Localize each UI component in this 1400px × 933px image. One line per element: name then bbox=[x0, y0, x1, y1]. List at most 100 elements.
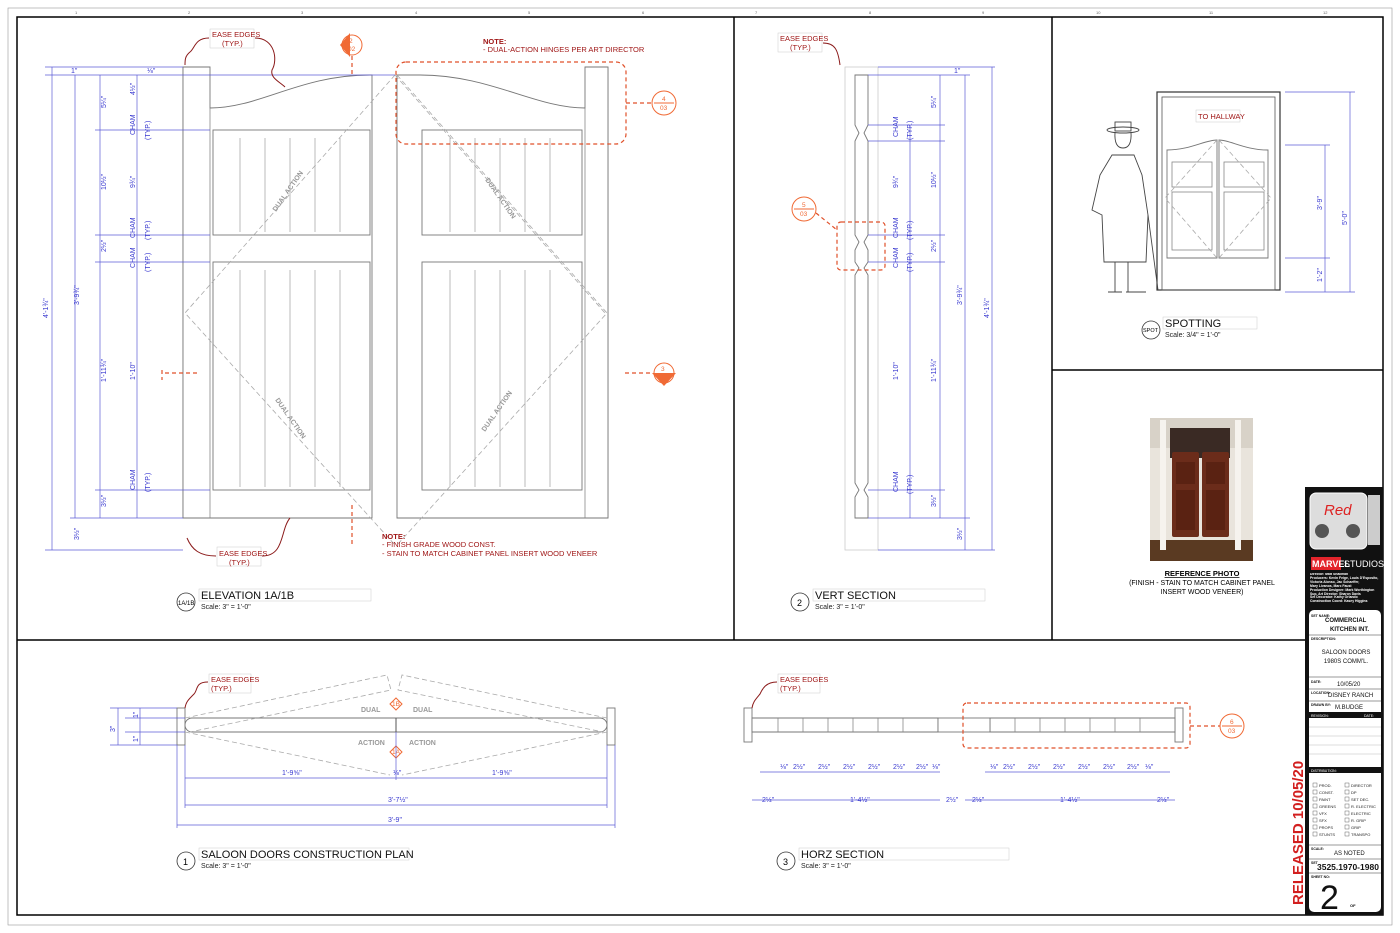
drawing-line bbox=[1176, 462, 1195, 484]
label: ⅛" bbox=[393, 770, 402, 777]
title-block: Red MARVEL STUDIOS Director: Matt Shakma… bbox=[1305, 487, 1384, 917]
reference-photo-caption: REFERENCE PHOTO (FINISH - STAIN TO MATCH… bbox=[1129, 569, 1275, 596]
drawing-line bbox=[186, 537, 217, 557]
label: 8 bbox=[869, 10, 872, 15]
drawing-line bbox=[1344, 789, 1350, 795]
label: 3'-7½" bbox=[388, 796, 408, 804]
drawing-line bbox=[1176, 490, 1195, 530]
label: ⅛" bbox=[990, 764, 999, 771]
drawing-line bbox=[209, 28, 255, 49]
label: 6 bbox=[642, 10, 645, 15]
label: 2 bbox=[797, 598, 802, 608]
drawing-line bbox=[1219, 713, 1245, 739]
label: PROPS bbox=[1319, 825, 1333, 830]
drawing-line bbox=[184, 37, 210, 66]
view-title-spotting: SPOT SPOTTING Scale: 3/4" = 1'-0" bbox=[1141, 316, 1258, 340]
drawing-line bbox=[184, 74, 396, 546]
credit-line: Construction Coord: Kasey Higgins bbox=[1310, 599, 1368, 604]
drawing-line bbox=[184, 681, 209, 709]
drawing-line bbox=[208, 673, 252, 694]
section-callout-3-02[interactable]: 3 02 bbox=[161, 362, 676, 545]
released-stamp: RELEASED 10/05/20 bbox=[1290, 761, 1307, 905]
view-title-horz-section: 3 HORZ SECTION Scale: 3" = 1'-0" bbox=[776, 847, 1010, 871]
label: 12 bbox=[1323, 10, 1328, 15]
label: REVISION: bbox=[1311, 714, 1329, 718]
label: 4 bbox=[662, 96, 666, 103]
label: Scale: 3/4" = 1'-0" bbox=[1165, 332, 1221, 339]
label: 10/05/20 bbox=[1337, 682, 1361, 688]
label: Scale: 3" = 1'-0" bbox=[201, 604, 251, 611]
label: 9¾" bbox=[893, 175, 900, 188]
detail-callout-6-03[interactable]: 6 03 bbox=[1219, 713, 1245, 739]
label: 2½" bbox=[100, 239, 108, 252]
drawing-line bbox=[1114, 121, 1132, 132]
label: 2½" bbox=[793, 763, 806, 771]
label: DIRECTOR bbox=[1351, 783, 1372, 788]
label: Scale: 3" = 1'-0" bbox=[201, 863, 251, 870]
detail-callout-4-03[interactable]: 4 03 bbox=[651, 90, 677, 116]
label: 1'-9⅝" bbox=[282, 770, 302, 777]
label: 5 bbox=[802, 202, 806, 209]
label: NOTE: bbox=[382, 532, 405, 541]
label: 10½" bbox=[930, 171, 938, 188]
drawing-line bbox=[1312, 803, 1318, 809]
drawing-line bbox=[1150, 540, 1253, 561]
drawing-line bbox=[394, 74, 606, 314]
label: 1" bbox=[954, 68, 961, 75]
drawing-line bbox=[812, 588, 986, 602]
label: CHAM bbox=[130, 469, 137, 490]
detail-callout-5-03[interactable]: 5 03 bbox=[791, 196, 817, 222]
label: MARVEL bbox=[1312, 559, 1350, 569]
label: CHAM bbox=[130, 247, 137, 268]
drawing-line bbox=[1171, 191, 1213, 251]
label: 2½" bbox=[1103, 763, 1116, 771]
label: DUAL bbox=[413, 707, 433, 714]
horz-section-view: ⅛"2½" 2½"2½" 2½"2½" 2½"⅛" ⅛"2½" 2½"2½" 2… bbox=[743, 702, 1220, 804]
drawing-line bbox=[1108, 262, 1146, 293]
label: 5¼" bbox=[931, 95, 938, 108]
drawing-line bbox=[1114, 131, 1132, 149]
label: (TYP.) bbox=[907, 253, 914, 272]
label: DISTRIBUTION: bbox=[1311, 769, 1337, 773]
label: DRAWN BY: bbox=[1311, 703, 1331, 707]
drawing-line bbox=[1344, 810, 1350, 816]
drawing-line bbox=[822, 42, 841, 66]
label: EASE EDGES bbox=[212, 30, 260, 39]
label: 1" bbox=[133, 711, 140, 718]
label: SALOON DOORS bbox=[1322, 650, 1371, 656]
drawing-line bbox=[176, 707, 186, 746]
label: 2½" bbox=[893, 763, 906, 771]
credits-list: Director: Matt Shakman Producers: Kevin … bbox=[1310, 573, 1380, 607]
label: 3½" bbox=[930, 494, 938, 507]
drawing-line bbox=[776, 851, 796, 871]
label: GREENS bbox=[1319, 804, 1336, 809]
label: 03 bbox=[660, 105, 668, 112]
view-title-elevation: 1A/1B ELEVATION 1A/1B Scale: 3" = 1'-0" bbox=[176, 588, 372, 612]
label: EASE EDGES bbox=[780, 675, 828, 684]
drawing-line bbox=[421, 261, 583, 491]
vert-section-dimensions: 1" 5¼" 9¾" 10½" 2½" 3'-9¾" 4'-1¾" 1'-10"… bbox=[868, 66, 995, 551]
label: 1B bbox=[392, 701, 400, 708]
drawing-line bbox=[989, 717, 1176, 733]
label: SET NAME: bbox=[1311, 614, 1330, 618]
label: DISNEY RANCH bbox=[1328, 693, 1373, 699]
drawing-line bbox=[1315, 524, 1329, 538]
label: 2½" bbox=[972, 796, 985, 804]
drawing-line bbox=[216, 546, 262, 567]
credits: Director: Matt Shakman Producers: Kevin … bbox=[1310, 573, 1380, 607]
credit-line: Mary Livanos, Marc Faust bbox=[1310, 583, 1352, 588]
drawing-line bbox=[1368, 495, 1380, 545]
drawing-line bbox=[1147, 214, 1159, 291]
drawing-line bbox=[1206, 490, 1225, 530]
label: EASE EDGES bbox=[211, 675, 259, 684]
label: 1 bbox=[183, 857, 188, 867]
label: (TYP.) bbox=[145, 121, 152, 140]
label: 3" bbox=[110, 725, 117, 732]
ease-edges-note-horz: EASE EDGES (TYP.) bbox=[751, 673, 828, 709]
drawing-line bbox=[751, 717, 939, 733]
label: (TYP.) bbox=[907, 475, 914, 494]
label: (TYP.) bbox=[907, 221, 914, 240]
drawing-line bbox=[1344, 782, 1350, 788]
section-callout-2-02[interactable]: 2 02 bbox=[340, 33, 363, 75]
label: 2½" bbox=[843, 763, 856, 771]
